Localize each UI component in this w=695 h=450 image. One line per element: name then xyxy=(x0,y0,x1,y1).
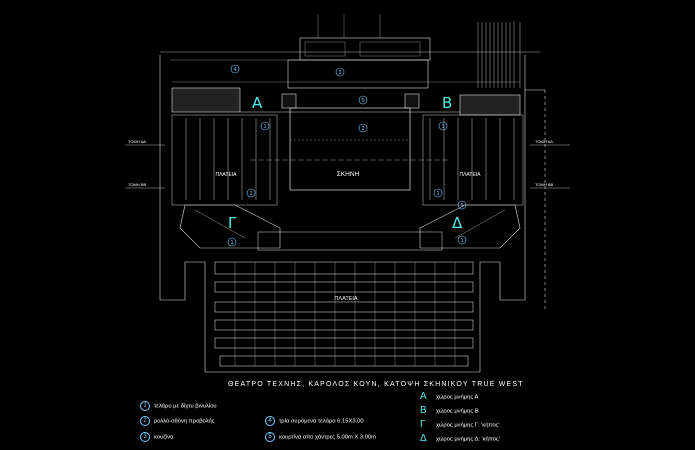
outer-wall xyxy=(159,55,526,373)
svg-text:3: 3 xyxy=(338,70,341,76)
legend-number-5: 5 xyxy=(265,432,275,442)
stage-area xyxy=(289,107,411,191)
legend-letter-g: Γ xyxy=(420,419,426,430)
stage-label: ΣΚΗΝΗ xyxy=(337,171,360,178)
legend-text-2: ρολλό-οθόνη προβολής xyxy=(154,418,215,425)
legend-zone-text-a: χώρος μνήμης Α xyxy=(436,394,479,401)
left-ramp xyxy=(179,204,281,249)
svg-text:2: 2 xyxy=(361,126,364,132)
svg-text:1: 1 xyxy=(249,191,252,197)
left-side-seating xyxy=(171,114,278,206)
legend-text-3: κουζίνα xyxy=(154,434,174,441)
stalls-rows xyxy=(214,261,474,367)
svg-text:1: 1 xyxy=(230,240,233,246)
legend-item-3: 3 κουζίνα xyxy=(140,432,173,443)
svg-text:1: 1 xyxy=(460,238,463,244)
svg-text:4: 4 xyxy=(233,67,236,73)
legend-zone-text-g: χώρος μνήμης Γ: 'κήπος' xyxy=(436,422,500,429)
legend-text-1: τελάρο με δίχτυ βινυλίου xyxy=(154,403,217,410)
legend-number-2: 2 xyxy=(140,416,150,426)
legend-number-3: 3 xyxy=(140,432,150,442)
legend-zone-text-b: χώρος μνήμης Β xyxy=(436,408,479,415)
section-bb-right: ΤΟΜΗ ΒΒ xyxy=(535,182,553,187)
zone-letter-d: Δ xyxy=(452,214,463,232)
legend-text-4: τρία συρόμενα τελάρα 6.15Χ3.00 xyxy=(279,418,364,425)
right-ramp xyxy=(419,204,521,249)
stalls-label-left: ΠΛΑΤΕΙΑ xyxy=(215,172,237,178)
legend-text-5: κουρτίνα απο χάντρες 5.00m Χ 3.00m xyxy=(279,434,377,441)
drawing-caption: ΘΕΑΤΡΟ ΤΕΧΝΗΣ, ΚΑΡΟΛΟΣ ΚΟΥΝ, ΚΑΤΟΨΗ ΣΚΗΝ… xyxy=(228,381,524,388)
zone-letter-g: Γ xyxy=(228,214,237,232)
legend-number-4: 4 xyxy=(265,416,275,426)
legend-item-4: 4 τρία συρόμενα τελάρα 6.15Χ3.00 xyxy=(265,416,364,427)
section-bb-left: ΤΟΜΗ ΒΒ xyxy=(128,182,146,187)
legend-item-2: 2 ρολλό-οθόνη προβολής xyxy=(140,416,215,427)
right-stairs xyxy=(477,22,521,88)
legend-letter-d: Δ xyxy=(420,433,427,444)
svg-text:5: 5 xyxy=(361,98,364,104)
legend-letter-b: Β xyxy=(420,405,427,416)
stalls-label-right: ΠΛΑΤΕΙΑ xyxy=(459,172,481,178)
svg-text:1: 1 xyxy=(436,191,439,197)
legend-zone-text-d: χώρος μνήμης Δ: 'κήπος' xyxy=(436,436,500,443)
legend-item-1: 1 τελάρο με δίχτυ βινυλίου xyxy=(140,401,217,412)
stalls-label-bottom: ΠΛΑΤΕΙΑ xyxy=(334,296,357,302)
section-aa-left: ΤΟΜΗ ΑΑ xyxy=(128,139,146,144)
legend-item-5: 5 κουρτίνα απο χάντρες 5.00m Χ 3.00m xyxy=(265,432,376,443)
svg-text:1: 1 xyxy=(263,124,266,130)
section-aa-right: ΤΟΜΗ ΑΑ xyxy=(535,139,553,144)
legend-letter-a: Α xyxy=(420,391,427,402)
zone-letter-a: Α xyxy=(252,94,263,112)
zone-letter-b: Β xyxy=(442,94,452,112)
legend-number-1: 1 xyxy=(140,401,150,411)
svg-text:1: 1 xyxy=(441,124,444,130)
svg-text:1: 1 xyxy=(460,203,463,209)
kitchen-block xyxy=(299,37,431,61)
